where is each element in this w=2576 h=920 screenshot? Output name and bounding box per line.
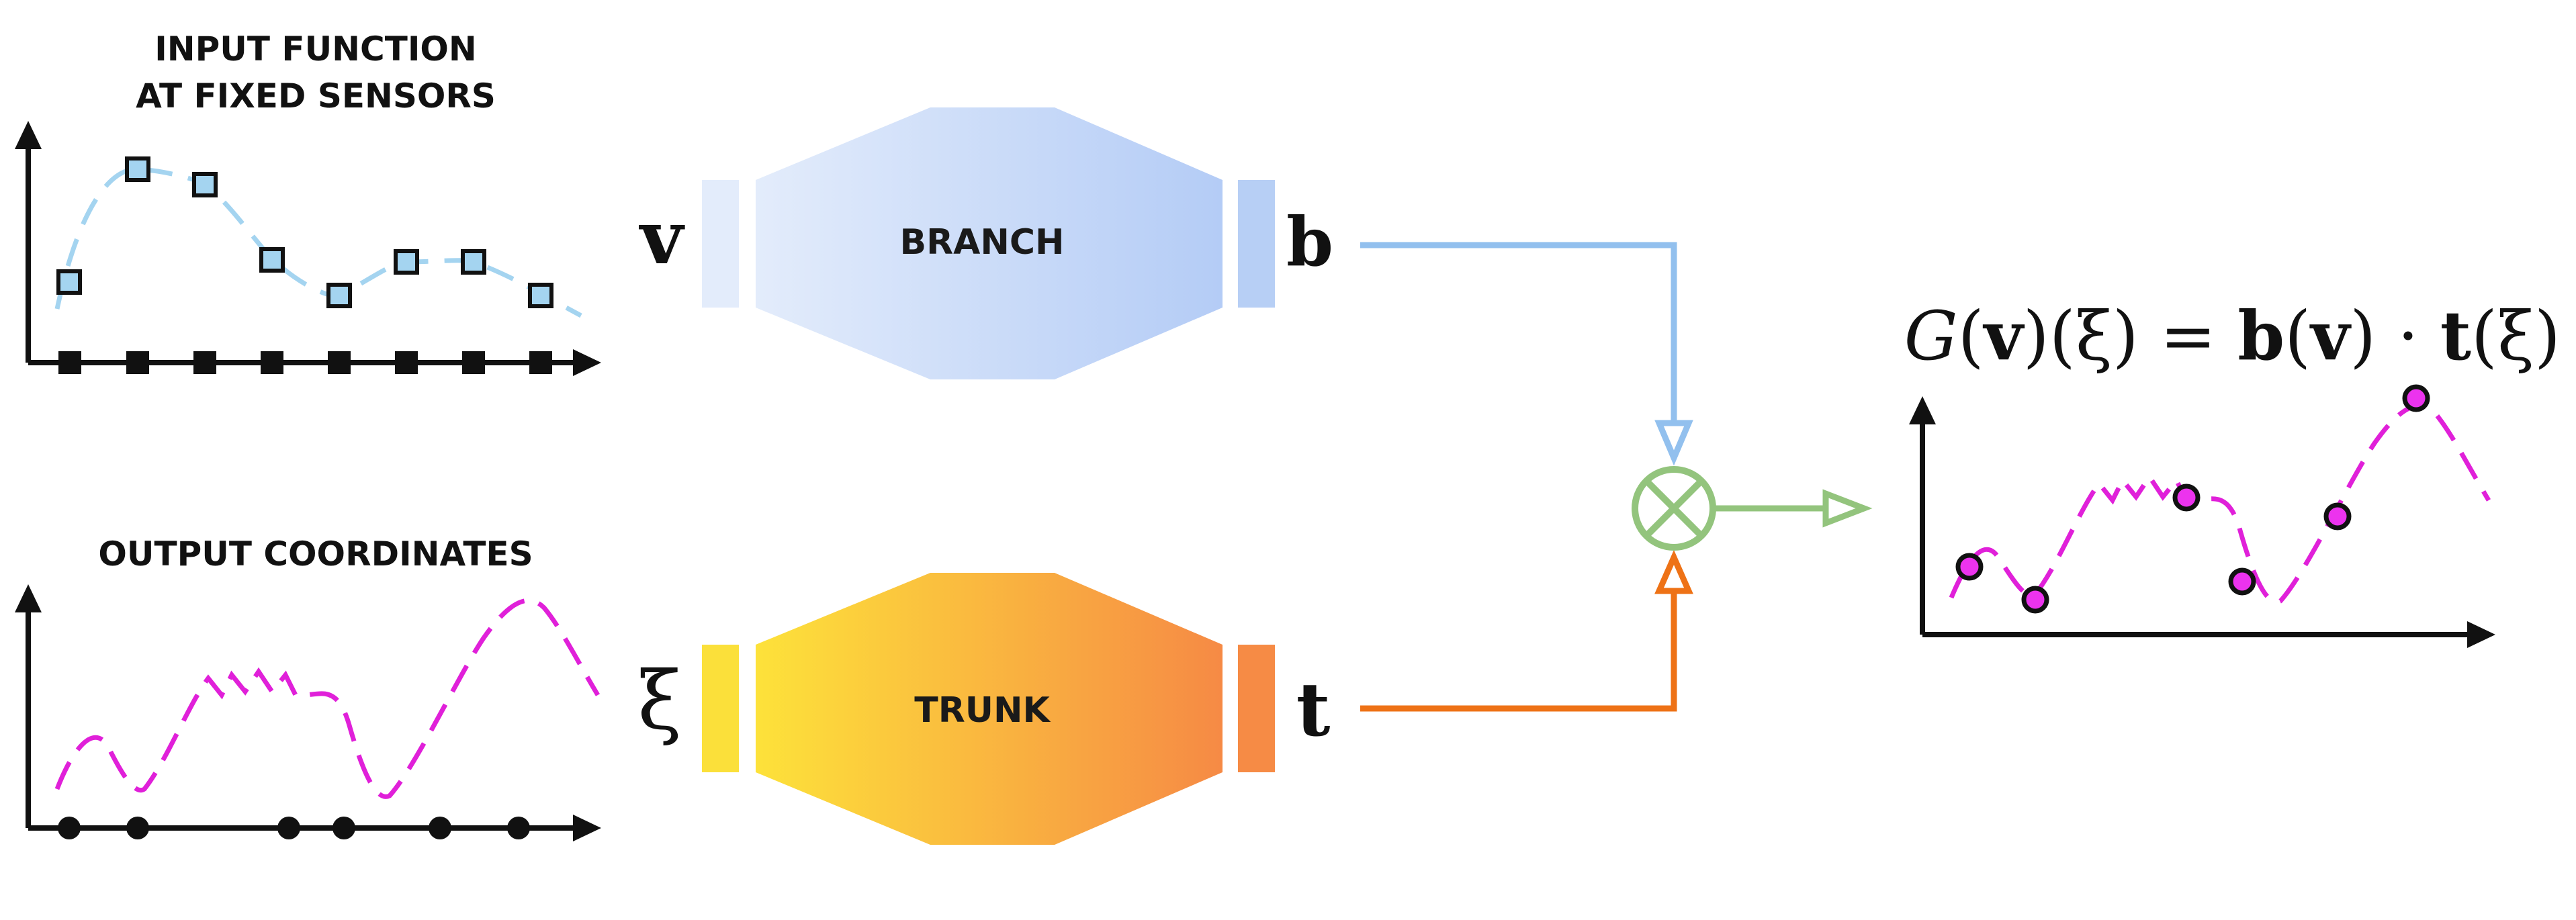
input-function-curve xyxy=(54,167,582,318)
circle-times-icon xyxy=(1632,466,1716,551)
sensor-location xyxy=(126,351,149,374)
coordinate-point xyxy=(507,817,530,839)
sensor-location xyxy=(193,351,216,374)
coordinate-point xyxy=(429,817,451,839)
sensor-point xyxy=(394,249,419,275)
output-coordinates-panel: OUTPUT COORDINATES xyxy=(15,535,601,841)
combine-operator xyxy=(1632,466,1873,551)
sensor-point xyxy=(326,283,352,308)
prediction-points xyxy=(1955,384,2430,614)
input-function-panel: INPUT FUNCTION AT FIXED SENSORS xyxy=(15,30,601,376)
combine-arrowhead xyxy=(1822,489,1873,528)
sensor-locations xyxy=(58,351,552,374)
input-axes xyxy=(15,121,601,376)
coordinate-point xyxy=(277,817,300,839)
sensor-location xyxy=(58,351,81,374)
trunk-network: ξ TRUNK t xyxy=(637,573,1331,845)
prediction-curve xyxy=(1949,403,2491,604)
prediction-point xyxy=(1955,553,1984,581)
branch-connector xyxy=(1360,242,1693,466)
output-coordinate-points xyxy=(58,817,530,839)
prediction-point xyxy=(2172,484,2201,512)
input-caption-line2: AT FIXED SENSORS xyxy=(136,77,496,116)
prediction-point xyxy=(2228,567,2256,596)
trunk-input-symbol: ξ xyxy=(637,655,682,748)
input-caption-line1: INPUT FUNCTION xyxy=(154,30,477,68)
sensor-point xyxy=(56,269,82,295)
branch-output-layer xyxy=(1238,180,1275,308)
sensor-location xyxy=(328,351,351,374)
trunk-label: TRUNK xyxy=(914,690,1051,731)
sensor-location xyxy=(261,351,283,374)
branch-label: BRANCH xyxy=(899,222,1064,263)
trunk-output-layer xyxy=(1238,645,1275,772)
branch-output-symbol: b xyxy=(1286,202,1333,281)
prediction-point xyxy=(2021,586,2049,614)
branch-network: v BRANCH b xyxy=(639,107,1333,379)
sensor-point xyxy=(259,247,285,273)
prediction-panel xyxy=(1909,384,2495,648)
prediction-point xyxy=(2402,384,2430,412)
trunk-body xyxy=(756,573,1223,845)
coordinate-point xyxy=(332,817,355,839)
sensor-point xyxy=(461,249,486,275)
output-curve-sample xyxy=(54,598,601,799)
branch-input-layer xyxy=(702,180,739,308)
trunk-input-layer xyxy=(702,645,739,772)
coordinate-point xyxy=(58,817,81,839)
branch-input-symbol: v xyxy=(639,194,685,281)
output-caption: OUTPUT COORDINATES xyxy=(98,535,533,573)
prediction-point xyxy=(2323,502,2352,531)
trunk-output-symbol: t xyxy=(1296,666,1331,753)
branch-body xyxy=(756,107,1223,379)
trunk-connector xyxy=(1360,549,1693,712)
sensor-point xyxy=(528,283,553,308)
output-axes xyxy=(15,584,601,841)
sensor-points xyxy=(56,156,553,308)
sensor-location xyxy=(529,351,552,374)
sensor-point xyxy=(125,156,150,182)
branch-arrowhead xyxy=(1654,420,1693,466)
coordinate-point xyxy=(126,817,149,839)
sensor-point xyxy=(192,172,218,197)
sensor-location xyxy=(462,351,485,374)
sensor-location xyxy=(395,351,418,374)
operator-formula: G(v)(ξ) = b(v) · t(ξ) xyxy=(1904,296,2561,375)
trunk-arrowhead xyxy=(1654,549,1693,594)
prediction-axes xyxy=(1909,396,2495,648)
